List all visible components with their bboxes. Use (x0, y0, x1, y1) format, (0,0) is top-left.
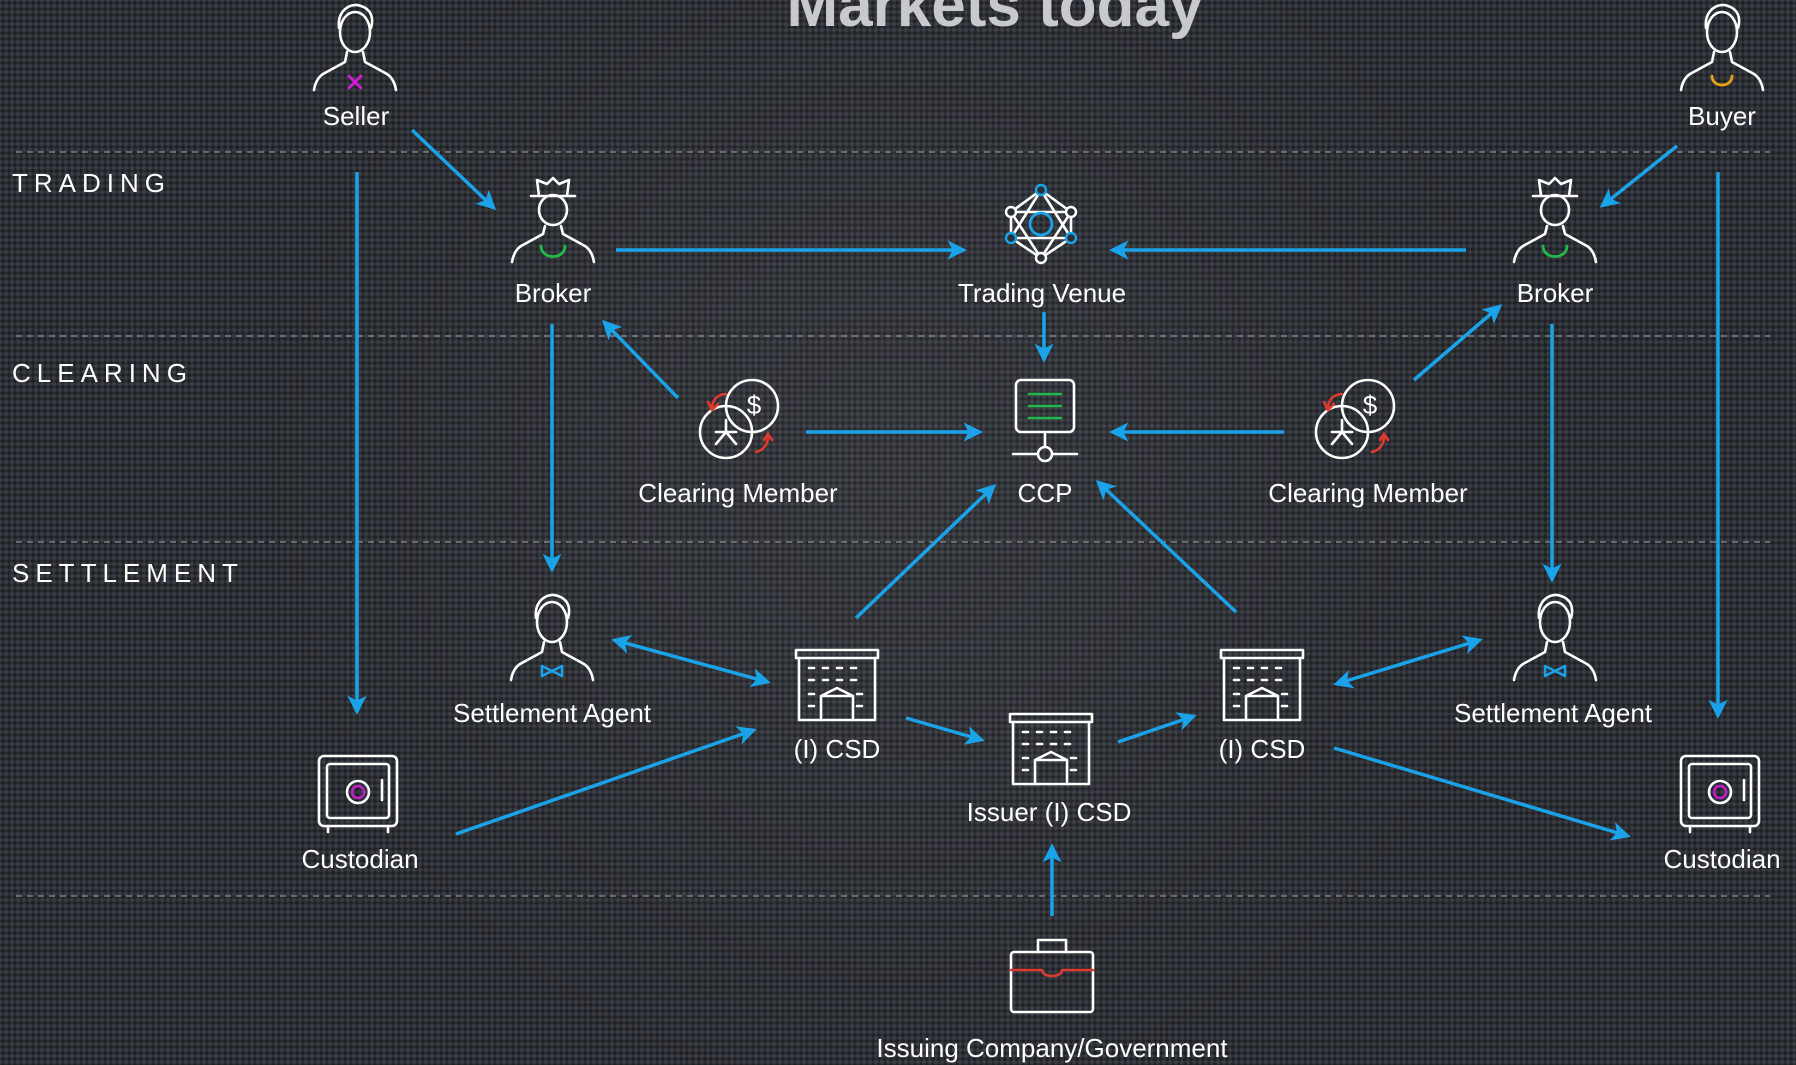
arrow-custodian-to-csd (455, 726, 757, 836)
arrow-csd-right-to-custodian (1333, 746, 1631, 841)
briefcase-icon (1009, 938, 1095, 1014)
node-label-broker-right: Broker (1517, 278, 1594, 308)
node-label-trading-venue: Trading Venue (958, 278, 1126, 308)
arrow-settlement-agent-right-csd (1333, 635, 1483, 689)
node-label-custodian-left: Custodian (301, 844, 418, 874)
safe-icon (1679, 754, 1761, 834)
lane-label-trading: TRADING (12, 168, 171, 198)
building-icon (1219, 648, 1305, 722)
node-label-csd-right: (I) CSD (1219, 734, 1306, 764)
safe-icon (317, 754, 399, 834)
svg-text:$: $ (747, 390, 762, 420)
arrow-clearing-member-right-to-broker (1412, 304, 1503, 382)
node-label-custodian-right: Custodian (1663, 844, 1780, 874)
flow-arrows (347, 128, 1728, 916)
node-label-settlement-agent-right: Settlement Agent (1454, 698, 1653, 728)
node-clearing-member-left: $ Clearing Member (638, 378, 838, 508)
node-label-settlement-agent-left: Settlement Agent (453, 698, 652, 728)
arrow-csd-to-issuer-csd (905, 716, 985, 745)
bowtie-person-icon (509, 593, 595, 682)
arrow-csd-to-ccp (854, 484, 997, 620)
arrow-buyer-to-broker (1599, 144, 1679, 208)
node-custodian-left: Custodian (301, 754, 419, 874)
server-icon (1011, 378, 1079, 463)
node-trading-venue: Trading Venue (958, 183, 1126, 308)
node-label-clearing-member-right: Clearing Member (1268, 478, 1468, 508)
node-issuer-csd: Issuer (I) CSD (967, 712, 1132, 827)
person-icon (1679, 3, 1765, 92)
lane-label-settlement: SETTLEMENT (12, 558, 244, 588)
coins-exchange-icon: $ (698, 378, 780, 460)
hat-person-icon (1512, 176, 1598, 264)
arrow-csd-right-to-ccp (1095, 480, 1238, 614)
arrow-clearing-member-to-broker (601, 319, 680, 400)
node-seller: Seller (312, 3, 398, 131)
node-label-clearing-member-left: Clearing Member (638, 478, 838, 508)
node-label-buyer: Buyer (1688, 101, 1756, 131)
node-label-issuer-csd: Issuer (I) CSD (967, 797, 1132, 827)
node-label-ccp: CCP (1018, 478, 1073, 508)
node-ccp: CCP (1011, 378, 1079, 508)
svg-text:$: $ (1363, 390, 1378, 420)
node-settlement-agent-left: Settlement Agent (453, 593, 652, 728)
arrow-settlement-agent-csd (611, 635, 771, 687)
arrow-seller-to-broker (410, 128, 497, 210)
node-broker-left: Broker (510, 176, 596, 308)
node-settlement-agent-right: Settlement Agent (1454, 593, 1653, 728)
node-label-csd-left: (I) CSD (794, 734, 881, 764)
node-label-broker-left: Broker (515, 278, 592, 308)
node-buyer: Buyer (1679, 3, 1765, 131)
arrow-issuer-csd-to-csd-right (1117, 712, 1197, 744)
node-custodian-right: Custodian (1663, 754, 1781, 874)
node-csd-left: (I) CSD (794, 648, 881, 764)
bowtie-person-icon (1512, 593, 1598, 682)
node-issuer: Issuing Company/Government (876, 938, 1228, 1063)
hat-person-icon (510, 176, 596, 264)
node-csd-right: (I) CSD (1219, 648, 1306, 764)
node-label-seller: Seller (323, 101, 390, 131)
node-label-issuer: Issuing Company/Government (876, 1033, 1228, 1063)
network-icon (1004, 183, 1078, 265)
diagram-title: Markets today (787, 0, 1204, 40)
node-clearing-member-right: $ Clearing Member (1268, 378, 1468, 508)
lane-label-clearing: CLEARING (12, 358, 193, 388)
coins-exchange-icon: $ (1314, 378, 1396, 460)
node-broker-right: Broker (1512, 176, 1598, 308)
building-icon (794, 648, 880, 722)
person-icon (312, 3, 398, 92)
building-icon (1008, 712, 1094, 786)
